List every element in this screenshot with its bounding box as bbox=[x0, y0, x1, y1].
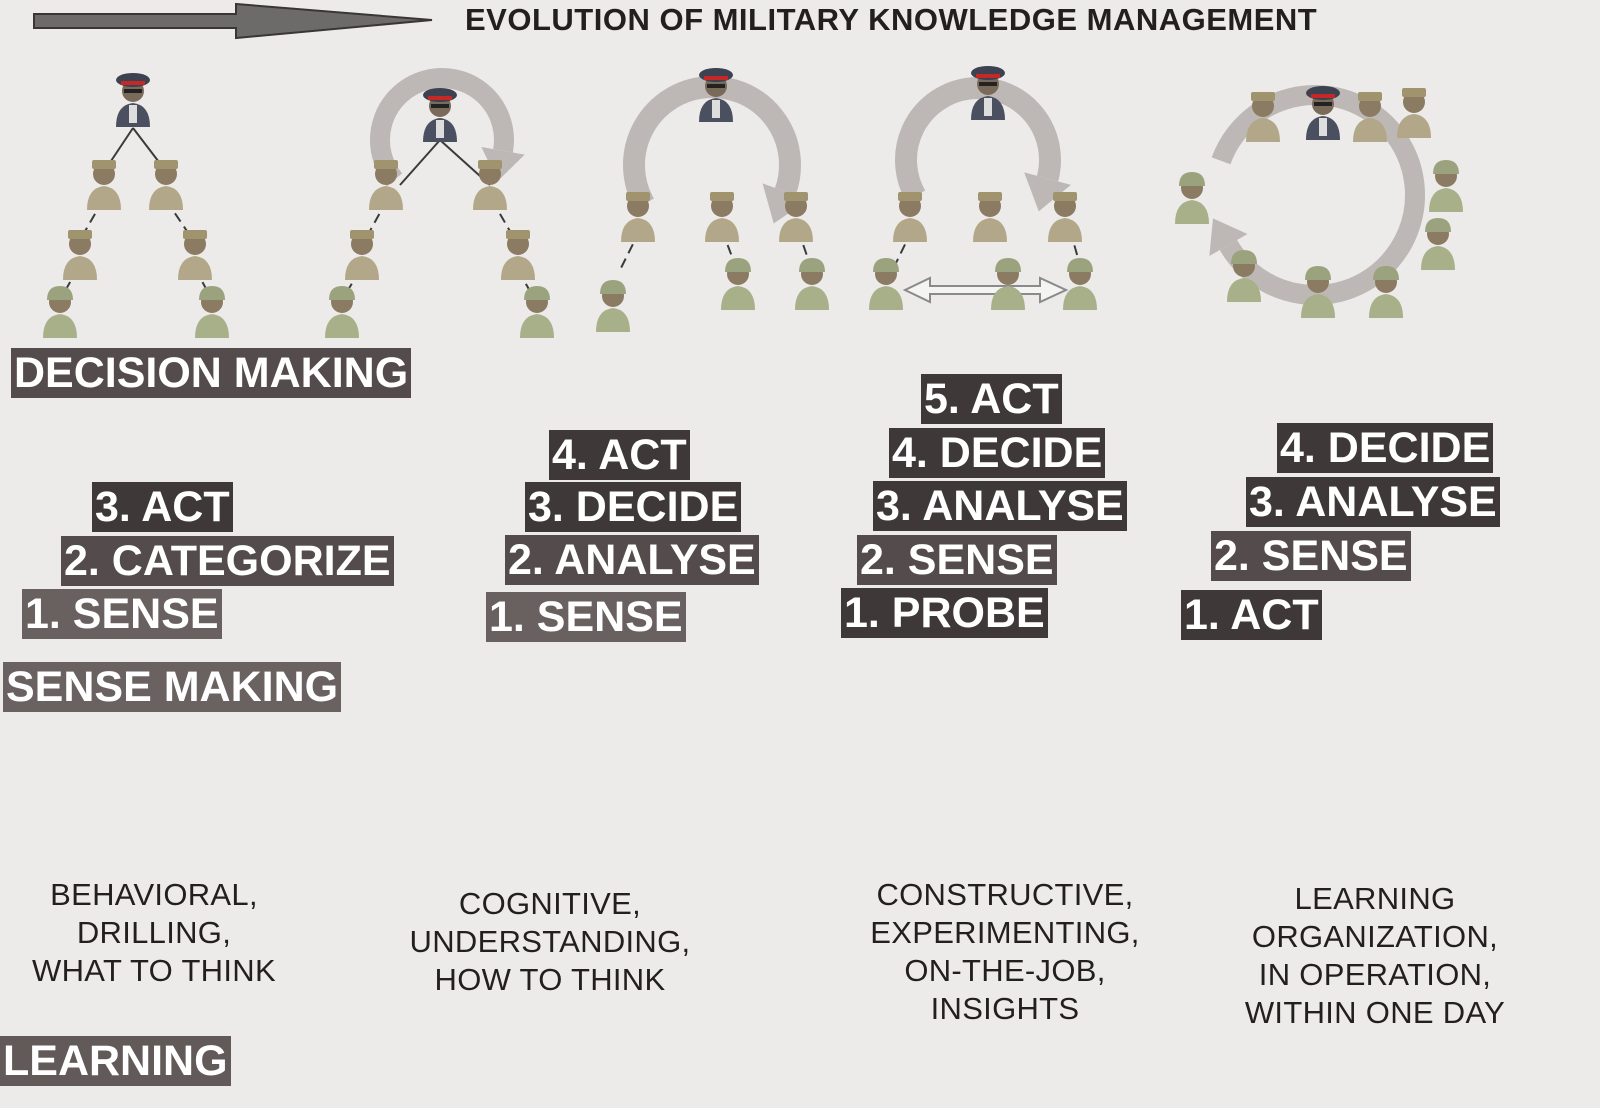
sense-making-label: SENSE MAKING bbox=[3, 662, 342, 712]
col3-step-act: 5. ACT bbox=[921, 374, 1062, 424]
col3-description: CONSTRUCTIVE, EXPERIMENTING, ON-THE-JOB,… bbox=[850, 876, 1160, 1028]
soldier-icon bbox=[1397, 88, 1431, 138]
formations-illustration bbox=[43, 66, 1463, 338]
description-line: DRILLING, bbox=[76, 915, 232, 950]
cycle-arrowhead bbox=[1024, 172, 1071, 212]
col2-step-act: 4. ACT bbox=[549, 430, 690, 480]
helmet-soldier-icon bbox=[195, 286, 229, 338]
helmet-soldier-icon bbox=[1063, 258, 1097, 310]
soldier-icon bbox=[63, 230, 97, 280]
helmet-soldier-icon bbox=[1369, 266, 1403, 318]
description-line: HOW TO THINK bbox=[434, 962, 666, 997]
col4-step-sense: 2. SENSE bbox=[1211, 531, 1411, 581]
soldier-icon bbox=[369, 160, 403, 210]
col3-step-decide: 4. DECIDE bbox=[889, 428, 1106, 478]
helmet-soldier-icon bbox=[869, 258, 903, 310]
officer-icon bbox=[971, 66, 1005, 120]
helmet-soldier-icon bbox=[1429, 160, 1463, 212]
officer-icon bbox=[423, 88, 457, 142]
cycle-arrowhead bbox=[481, 146, 525, 182]
description-line: EXPERIMENTING, bbox=[870, 915, 1140, 950]
soldier-icon bbox=[87, 160, 121, 210]
soldier-icon bbox=[473, 160, 507, 210]
helmet-soldier-icon bbox=[1421, 218, 1455, 270]
helmet-soldier-icon bbox=[1175, 172, 1209, 224]
soldier-icon bbox=[1048, 192, 1082, 242]
description-line: UNDERSTANDING, bbox=[409, 924, 691, 959]
soldier-icon bbox=[149, 160, 183, 210]
soldier-icon bbox=[973, 192, 1007, 242]
col1-description: BEHAVIORAL, DRILLING, WHAT TO THINK bbox=[4, 876, 304, 990]
description-line: WHAT TO THINK bbox=[32, 953, 276, 988]
cycle-arrow bbox=[370, 68, 514, 187]
soldier-icon bbox=[779, 192, 813, 242]
col2-step-sense: 1. SENSE bbox=[486, 592, 686, 642]
helmet-soldier-icon bbox=[325, 286, 359, 338]
col3-step-analyse: 3. ANALYSE bbox=[873, 481, 1127, 531]
col4-step-act: 1. ACT bbox=[1181, 590, 1322, 640]
connector-line bbox=[399, 139, 441, 186]
description-line: BEHAVIORAL, bbox=[50, 877, 258, 912]
officer-icon bbox=[1306, 86, 1340, 140]
learning-label: LEARNING bbox=[0, 1036, 231, 1086]
helmet-soldier-icon bbox=[43, 286, 77, 338]
description-line: CONSTRUCTIVE, bbox=[876, 877, 1134, 912]
soldier-icon bbox=[345, 230, 379, 280]
cycle-arrow bbox=[895, 77, 1061, 202]
helmet-soldier-icon bbox=[991, 258, 1025, 310]
helmet-soldier-icon bbox=[520, 286, 554, 338]
description-line: ORGANIZATION, bbox=[1251, 919, 1499, 954]
col2-description: COGNITIVE, UNDERSTANDING, HOW TO THINK bbox=[390, 885, 710, 999]
evolution-arrow-icon bbox=[33, 2, 433, 40]
col1-step-categorize: 2. CATEGORIZE bbox=[61, 536, 394, 586]
description-line: COGNITIVE, bbox=[458, 886, 642, 921]
helmet-soldier-icon bbox=[1227, 250, 1261, 302]
col4-step-decide: 4. DECIDE bbox=[1277, 423, 1494, 473]
col4-step-analyse: 3. ANALYSE bbox=[1246, 477, 1500, 527]
officer-icon bbox=[116, 73, 150, 127]
soldier-icon bbox=[178, 230, 212, 280]
soldier-icon bbox=[705, 192, 739, 242]
description-line: LEARNING bbox=[1294, 881, 1456, 916]
cycle-arrowhead bbox=[762, 183, 809, 224]
diagram-title: EVOLUTION OF MILITARY KNOWLEDGE MANAGEME… bbox=[465, 2, 1318, 37]
description-line: IN OPERATION, bbox=[1258, 957, 1492, 992]
col3-step-probe: 1. PROBE bbox=[841, 588, 1048, 638]
soldier-icon bbox=[893, 192, 927, 242]
col3-step-sense: 2. SENSE bbox=[857, 535, 1057, 585]
col2-step-decide: 3. DECIDE bbox=[525, 482, 742, 532]
decision-making-label: DECISION MAKING bbox=[11, 348, 412, 398]
soldier-icon bbox=[501, 230, 535, 280]
helmet-soldier-icon bbox=[596, 280, 630, 332]
col2-step-analyse: 2. ANALYSE bbox=[505, 535, 759, 585]
description-line: ON-THE-JOB, bbox=[904, 953, 1106, 988]
soldier-icon bbox=[621, 192, 655, 242]
helmet-soldier-icon bbox=[1301, 266, 1335, 318]
col1-step-act: 3. ACT bbox=[92, 482, 233, 532]
double-arrow-icon bbox=[902, 276, 1069, 304]
soldier-icon bbox=[1353, 92, 1387, 142]
officer-icon bbox=[699, 68, 733, 122]
description-line: WITHIN ONE DAY bbox=[1244, 995, 1506, 1030]
helmet-soldier-icon bbox=[795, 258, 829, 310]
col4-description: LEARNING ORGANIZATION, IN OPERATION, WIT… bbox=[1220, 880, 1530, 1032]
cycle-arrowhead bbox=[1209, 218, 1248, 256]
soldier-icon bbox=[1246, 92, 1280, 142]
helmet-soldier-icon bbox=[721, 258, 755, 310]
description-line: INSIGHTS bbox=[930, 991, 1080, 1026]
col1-step-sense: 1. SENSE bbox=[22, 589, 222, 639]
cycle-arrow bbox=[1211, 85, 1425, 305]
